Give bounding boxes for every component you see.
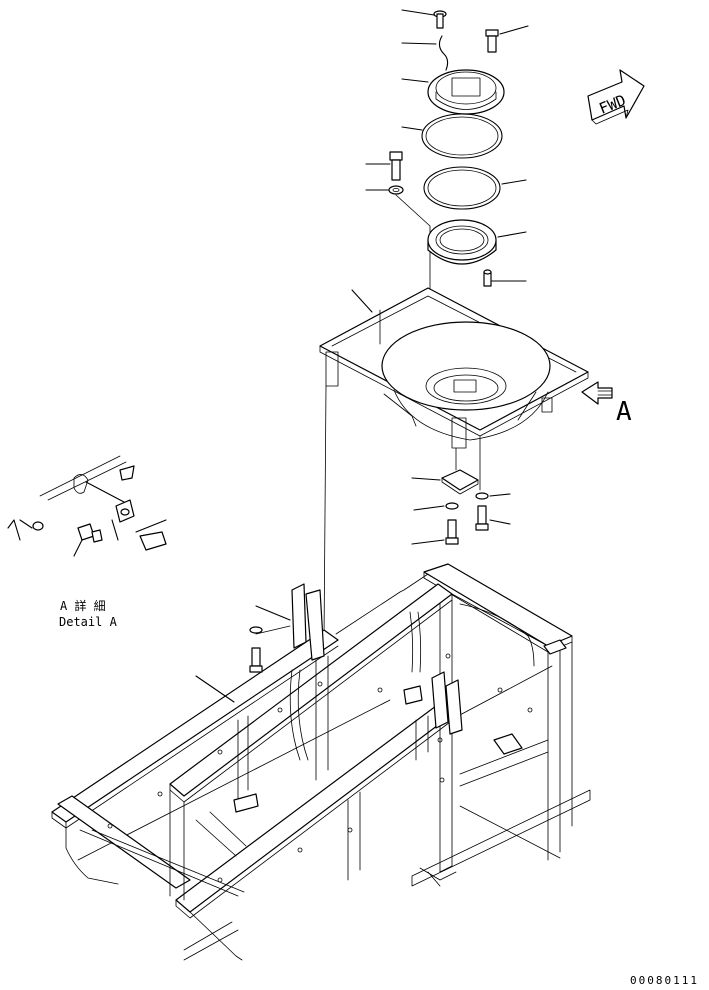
bolt-lower-center xyxy=(411,519,459,545)
bolt-left xyxy=(365,151,403,181)
view-arrow-label: A xyxy=(616,397,632,427)
washer-right xyxy=(475,492,511,500)
bolt-top xyxy=(401,9,447,29)
seat-stand-plate xyxy=(319,287,589,449)
fwd-arrow-icon: FWD xyxy=(587,69,645,125)
washer-center xyxy=(413,502,459,511)
o-ring-upper xyxy=(401,113,503,159)
bolt-lower-right xyxy=(475,505,511,531)
main-frame xyxy=(51,563,591,961)
detail-title-jp: A 詳 細 xyxy=(60,598,106,613)
detail-title-en: Detail A xyxy=(59,615,118,629)
bolt-right xyxy=(485,25,529,53)
cover-plate-small xyxy=(411,469,479,495)
bolt-frame xyxy=(249,647,263,673)
washer-frame xyxy=(249,626,263,634)
swivel-bearing-ring xyxy=(427,219,527,265)
figure-number: 00080111 xyxy=(630,974,699,987)
view-arrow-icon: A xyxy=(581,381,632,427)
detail-a-view: A 詳 細 Detail A xyxy=(7,455,167,629)
dowel-pin xyxy=(483,269,527,287)
leader-line xyxy=(323,385,327,641)
swivel-cover-plate xyxy=(401,69,505,115)
o-ring-lower xyxy=(423,166,527,210)
clip-spring xyxy=(401,35,449,71)
